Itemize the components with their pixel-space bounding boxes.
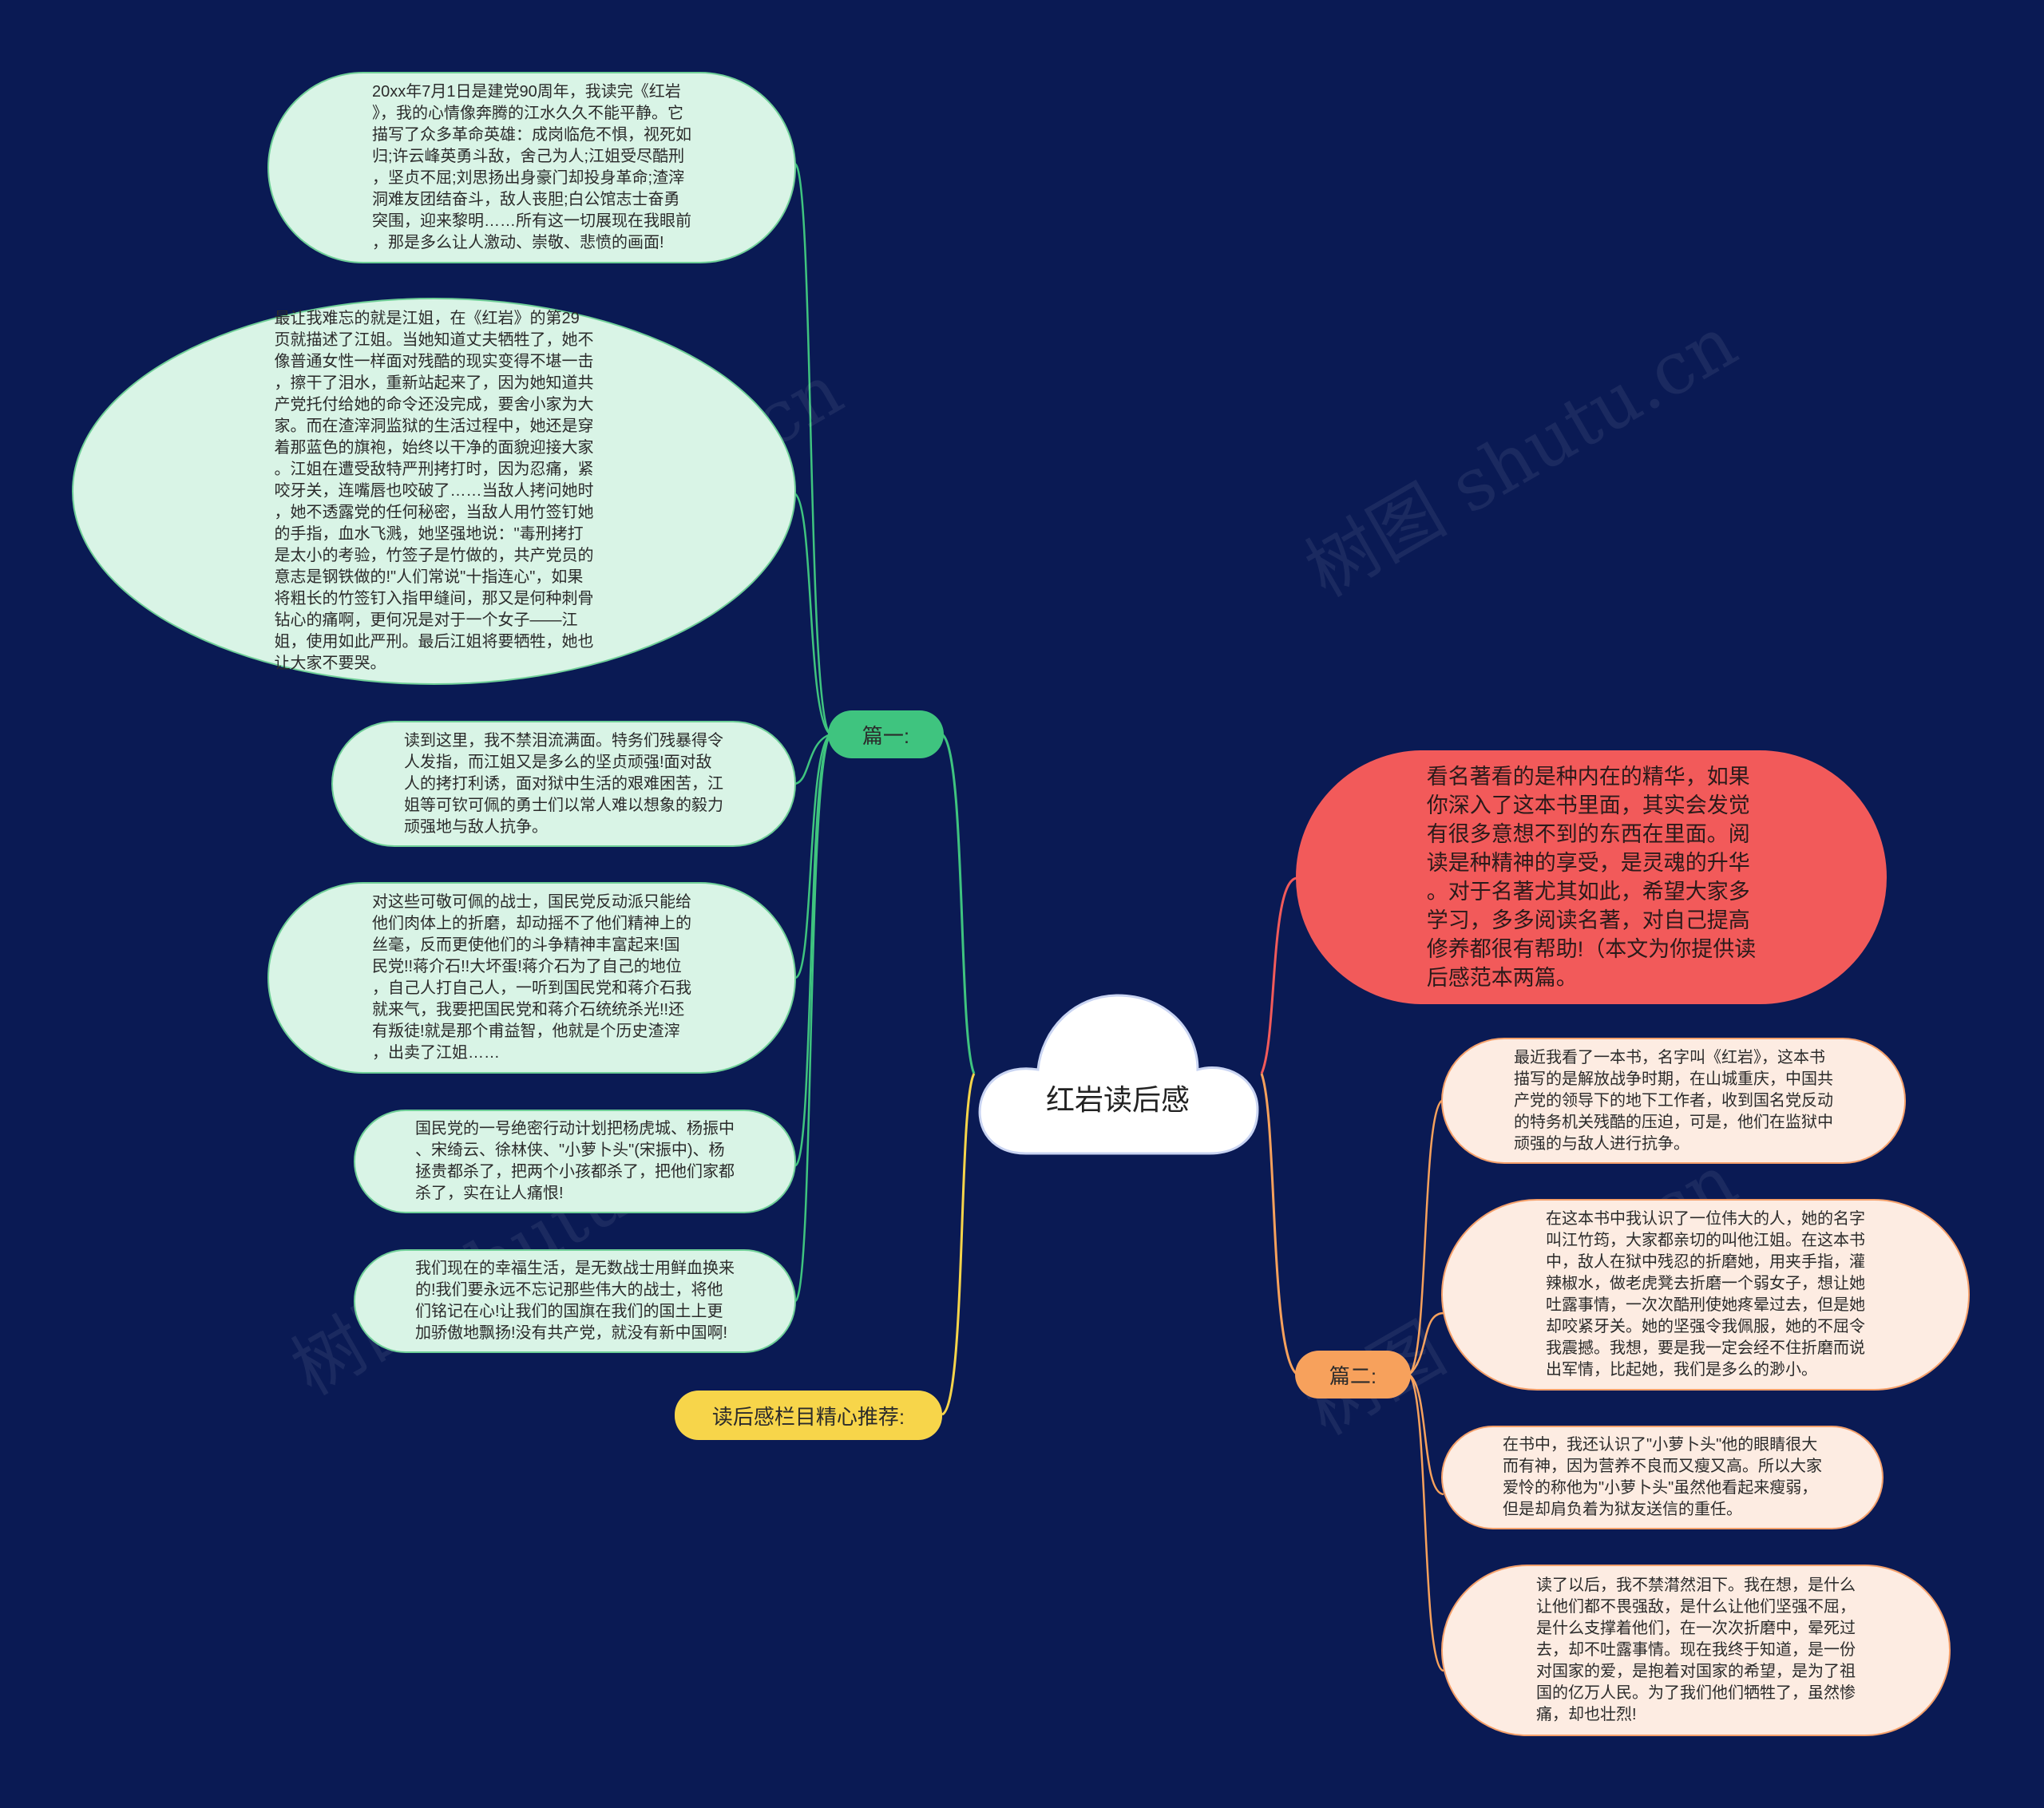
part2-leaf-3[interactable]: 在书中，我还认识了"小萝卜头"他的眼睛很大 而有神，因为营养不良而又瘦又高。所以… bbox=[1441, 1426, 1884, 1529]
branch-part3[interactable]: 读后感栏目精心推荐: bbox=[675, 1391, 942, 1440]
part1-leaf-3[interactable]: 读到这里，我不禁泪流满面。特务们残暴得令 人发指，而江姐又是多么的坚贞顽强!面对… bbox=[331, 721, 796, 847]
part1-leaf-4[interactable]: 对这些可敬可佩的战士，国民党反动派只能给 他们肉体上的折磨，却动摇不了他们精神上… bbox=[267, 882, 796, 1074]
part1-leaf-1[interactable]: 20xx年7月1日是建党90周年，我读完《红岩 》，我的心情像奔腾的江水久久不能… bbox=[267, 72, 796, 263]
link-part1-leaf1 bbox=[793, 162, 831, 736]
part2-leaf-4[interactable]: 读了以后，我不禁潸然泪下。我在想，是什么 让他们都不畏强敌，是什么让他们坚强不屈… bbox=[1441, 1565, 1951, 1736]
intro-node[interactable]: 看名著看的是种内在的精华，如果 你深入了这本书里面，其实会发觉 有很多意想不到的… bbox=[1296, 750, 1887, 1004]
link-center-part3 bbox=[941, 1073, 976, 1416]
link-center-part2 bbox=[1260, 1073, 1298, 1376]
link-part1-leaf4 bbox=[794, 733, 831, 979]
center-cloud-shape bbox=[978, 994, 1259, 1155]
link-center-part1 bbox=[941, 733, 976, 1074]
part2-leaf-3-text: 在书中，我还认识了"小萝卜头"他的眼睛很大 而有神，因为营养不良而又瘦又高。所以… bbox=[1503, 1436, 1822, 1518]
part2-leaf-2-text: 在这本书中我认识了一位伟大的人，她的名字 叫江竹筠，大家都亲切的叫他江姐。在这本… bbox=[1546, 1210, 1865, 1379]
link-part1-leaf2 bbox=[794, 492, 831, 736]
part2-leaf-1[interactable]: 最近我看了一本书，名字叫《红岩》，这本书 描写的是解放战争时期，在山城重庆，中国… bbox=[1441, 1038, 1906, 1164]
link-part2-leaf2 bbox=[1408, 1311, 1444, 1375]
link-part2-leaf1 bbox=[1408, 1098, 1444, 1375]
part1-leaf-6-text: 我们现在的幸福生活，是无数战士用鲜血换来 的!我们要永远不忘记那些伟大的战士，将… bbox=[415, 1260, 735, 1342]
link-part1-leaf6 bbox=[793, 734, 832, 1303]
part2-leaf-4-text: 读了以后，我不禁潸然泪下。我在想，是什么 让他们都不畏强敌，是什么让他们坚强不屈… bbox=[1536, 1577, 1856, 1723]
link-part1-leaf3 bbox=[794, 733, 831, 785]
branch-part3-label: 读后感栏目精心推荐: bbox=[711, 1404, 905, 1429]
part1-leaf-2[interactable]: 最让我难忘的就是江姐，在《红岩》的第29 页就描述了江姐。当她知道丈夫牺牲了，她… bbox=[72, 298, 796, 685]
intro-text: 看名著看的是种内在的精华，如果 你深入了这本书里面，其实会发觉 有很多意想不到的… bbox=[1426, 765, 1757, 990]
link-part2-leaf4 bbox=[1408, 1374, 1444, 1672]
part1-leaf-3-text: 读到这里，我不禁泪流满面。特务们残暴得令 人发指，而江姐又是多么的坚贞顽强!面对… bbox=[404, 731, 723, 836]
link-part2-leaf3 bbox=[1408, 1373, 1444, 1496]
branch-part1[interactable]: 篇一: bbox=[828, 710, 944, 758]
branch-part2-label: 篇二: bbox=[1329, 1363, 1377, 1388]
part1-leaf-4-text: 对这些可敬可佩的战士，国民党反动派只能给 他们肉体上的折磨，却动摇不了他们精神上… bbox=[372, 893, 691, 1062]
part1-leaf-6[interactable]: 我们现在的幸福生活，是无数战士用鲜血换来 的!我们要永远不忘记那些伟大的战士，将… bbox=[354, 1249, 796, 1353]
part1-leaf-2-text: 最让我难忘的就是江姐，在《红岩》的第29 页就描述了江姐。当她知道丈夫牺牲了，她… bbox=[274, 310, 594, 672]
part2-leaf-2[interactable]: 在这本书中我认识了一位伟大的人，她的名字 叫江竹筠，大家都亲切的叫他江姐。在这本… bbox=[1441, 1199, 1970, 1391]
branch-part1-label: 篇一: bbox=[862, 723, 910, 748]
part1-leaf-5[interactable]: 国民党的一号绝密行动计划把杨虎城、杨振中 、宋绮云、徐林侠、"小萝卜头"(宋振中… bbox=[354, 1110, 796, 1213]
part2-leaf-1-text: 最近我看了一本书，名字叫《红岩》，这本书 描写的是解放战争时期，在山城重庆，中国… bbox=[1514, 1048, 1833, 1153]
center-topic[interactable]: 红岩读后感 bbox=[1045, 1083, 1190, 1116]
link-center-intro bbox=[1260, 876, 1298, 1074]
part1-leaf-5-text: 国民党的一号绝密行动计划把杨虎城、杨振中 、宋绮云、徐林侠、"小萝卜头"(宋振中… bbox=[415, 1120, 735, 1202]
branch-part2[interactable]: 篇二: bbox=[1295, 1351, 1411, 1399]
part1-leaf-1-text: 20xx年7月1日是建党90周年，我读完《红岩 》，我的心情像奔腾的江水久久不能… bbox=[372, 83, 691, 251]
link-part1-leaf5 bbox=[793, 734, 831, 1167]
